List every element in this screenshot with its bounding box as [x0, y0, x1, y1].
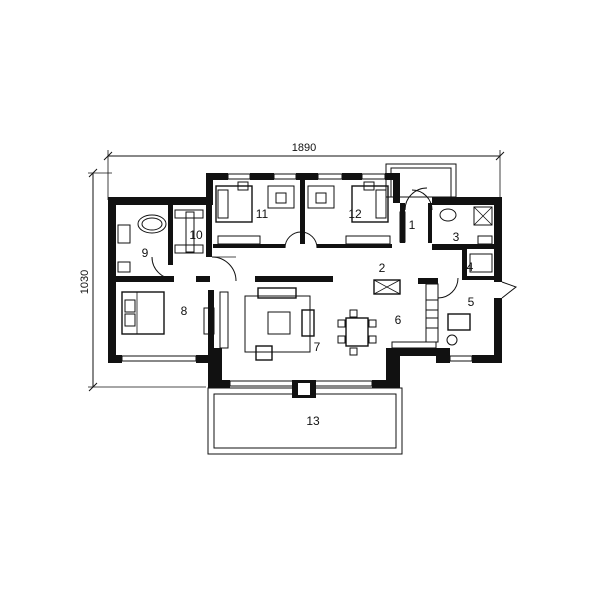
room-label-2: 2 — [379, 261, 386, 275]
room-label-10: 10 — [189, 228, 203, 242]
room-label-7: 7 — [314, 340, 321, 354]
room-label-5: 5 — [468, 295, 475, 309]
furniture — [117, 181, 493, 398]
room-labels: 1 2 3 4 5 6 7 8 9 10 11 12 13 — [142, 207, 475, 428]
interior-walls — [116, 180, 494, 348]
exterior-walls — [108, 173, 502, 388]
room-label-12: 12 — [348, 207, 362, 221]
room-label-13: 13 — [306, 414, 320, 428]
dimension-width: 1890 — [103, 142, 505, 200]
room-label-8: 8 — [181, 304, 188, 318]
doors — [151, 187, 518, 299]
room-label-3: 3 — [453, 230, 460, 244]
entrance-porch — [385, 163, 457, 198]
room-label-11: 11 — [256, 207, 269, 221]
room-label-1: 1 — [409, 218, 416, 232]
room-label-9: 9 — [142, 246, 149, 260]
dimension-height: 1030 — [79, 168, 206, 392]
room-label-6: 6 — [395, 313, 402, 327]
room-label-4: 4 — [467, 260, 474, 274]
width-dimension-label: 1890 — [292, 142, 316, 154]
height-dimension-label: 1030 — [79, 270, 91, 294]
